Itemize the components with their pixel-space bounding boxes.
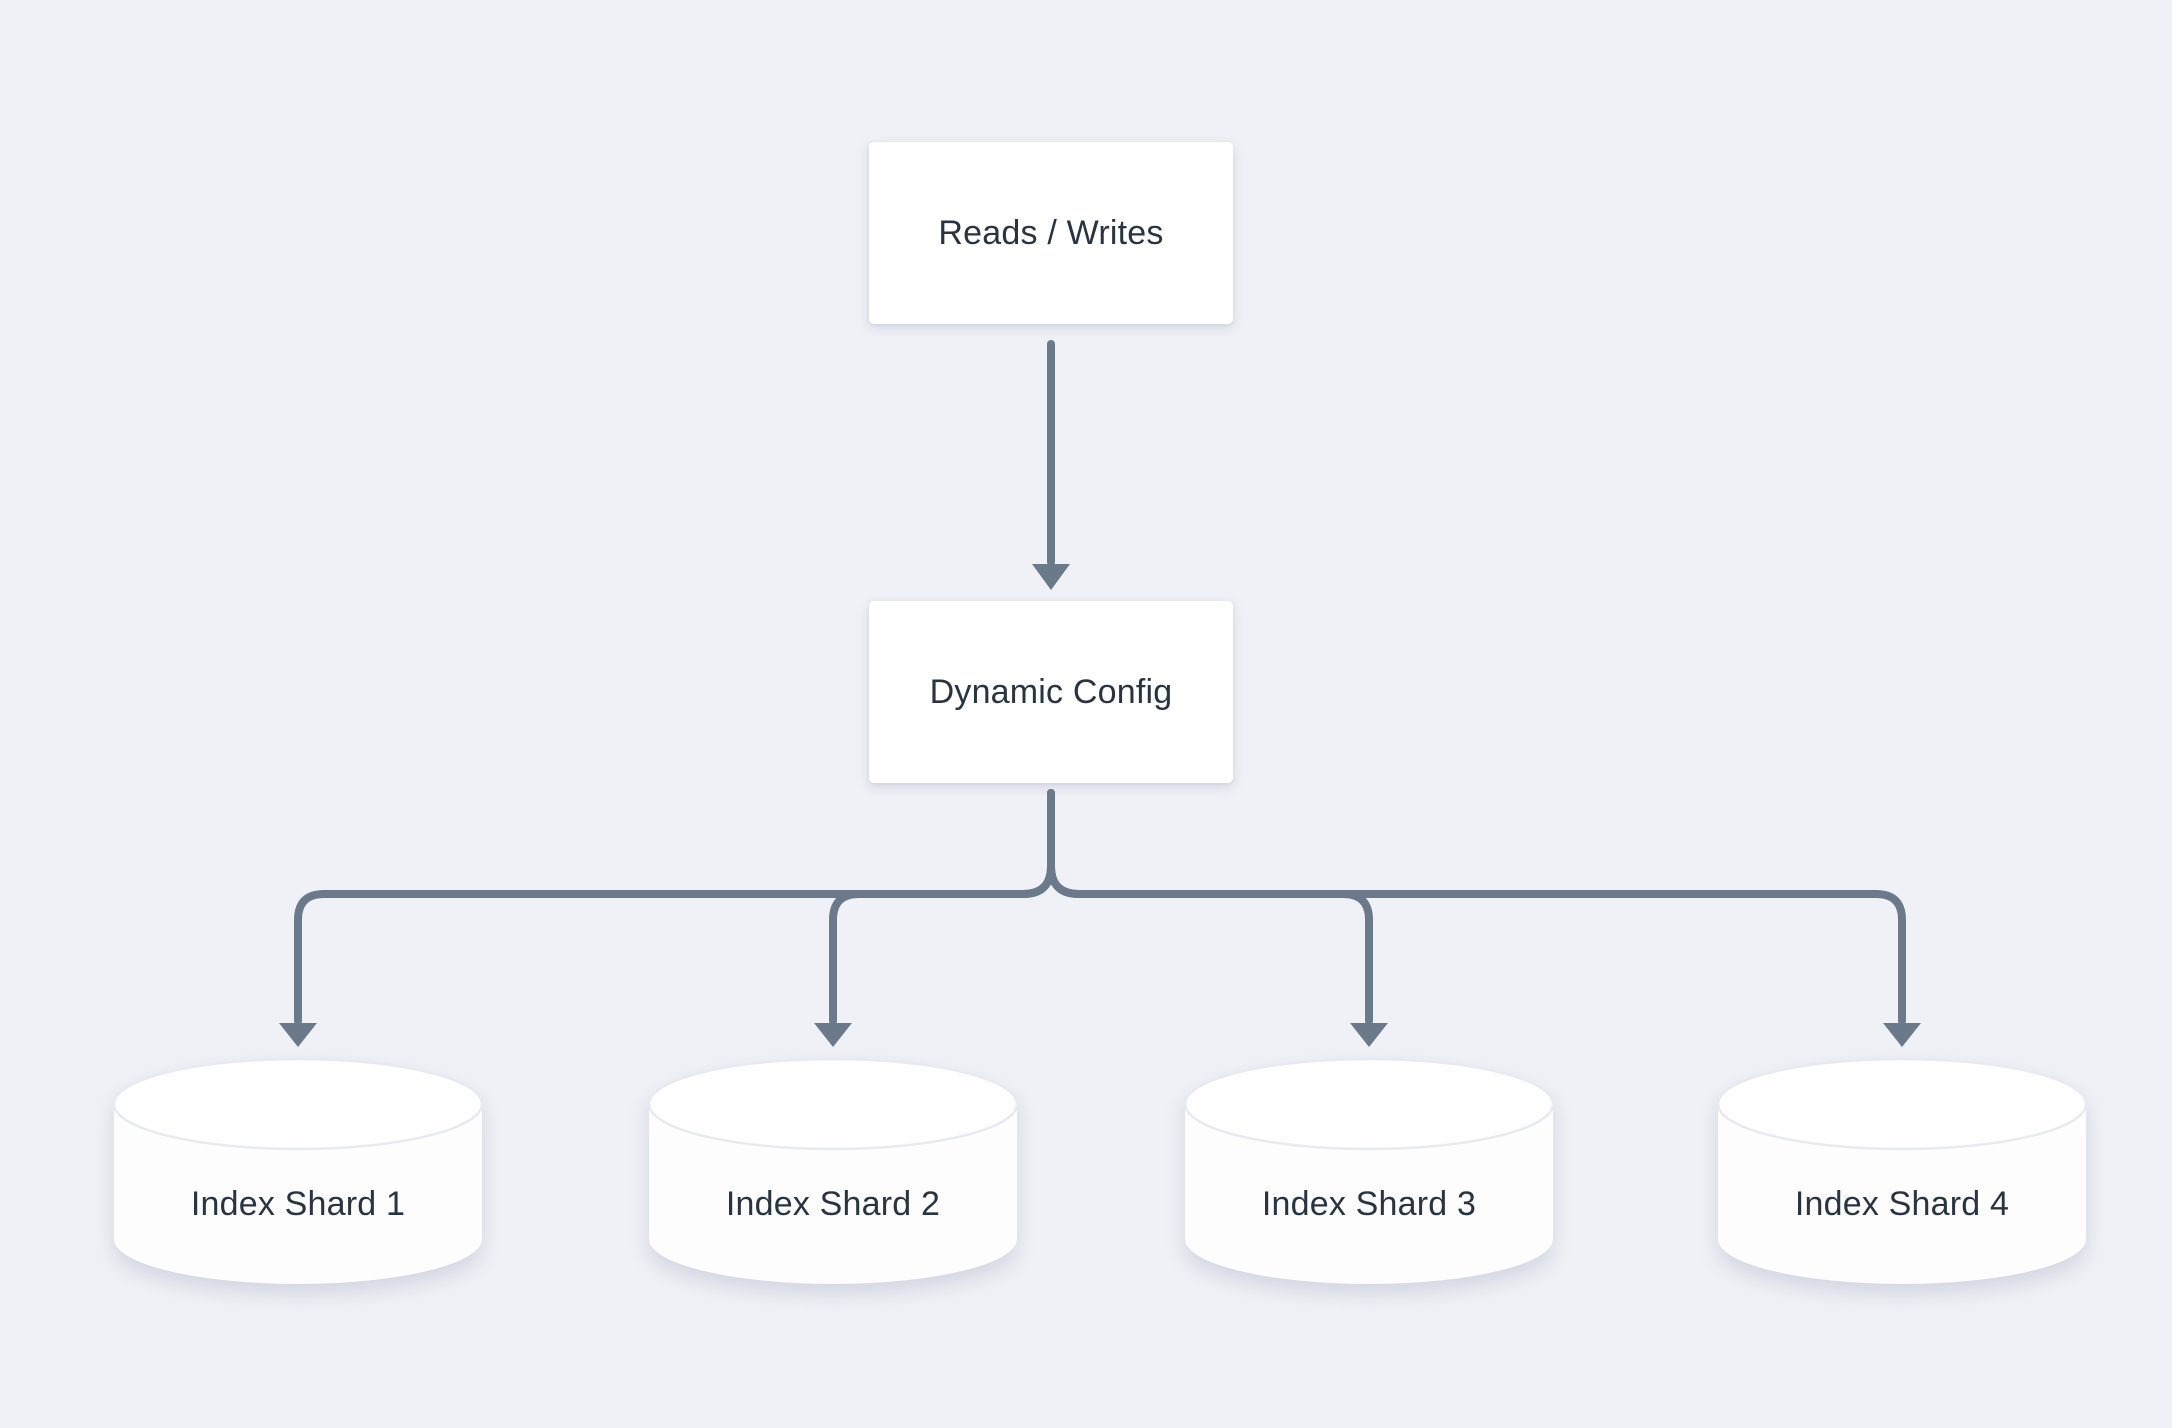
arrowhead-shard-1 [279,1023,317,1047]
node-index-shard-3: Index Shard 3 [1183,1057,1555,1287]
cylinder-icon [1183,1057,1555,1284]
node-index-shard-1-label: Index Shard 1 [190,1185,406,1223]
cylinder-icon [647,1057,1019,1284]
arrowhead-shard-4 [1883,1023,1921,1047]
edge-config-to-shard-2 [829,789,1055,1025]
node-index-shard-2-label: Index Shard 2 [725,1185,941,1223]
node-index-shard-4-label: Index Shard 4 [1794,1185,2010,1223]
node-index-shard-4: Index Shard 4 [1716,1057,2088,1287]
node-reads-writes: Reads / Writes [869,142,1233,324]
node-dynamic-config-label: Dynamic Config [929,672,1173,711]
edge-config-to-shard-4 [1047,789,1906,1025]
node-index-shard-3-label: Index Shard 3 [1261,1185,1477,1223]
arrowhead-shard-3 [1350,1023,1388,1047]
node-index-shard-1: Index Shard 1 [112,1057,484,1287]
arrowhead-shard-2 [814,1023,852,1047]
arrowhead-config [1032,564,1070,590]
cylinder-icon [1716,1057,2088,1284]
node-dynamic-config: Dynamic Config [869,601,1233,783]
node-index-shard-2: Index Shard 2 [647,1057,1019,1287]
edge-config-to-shard-1 [294,789,1055,1025]
cylinder-icon [112,1057,484,1284]
node-reads-writes-label: Reads / Writes [938,213,1164,252]
edge-config-to-shard-3 [1047,789,1373,1025]
